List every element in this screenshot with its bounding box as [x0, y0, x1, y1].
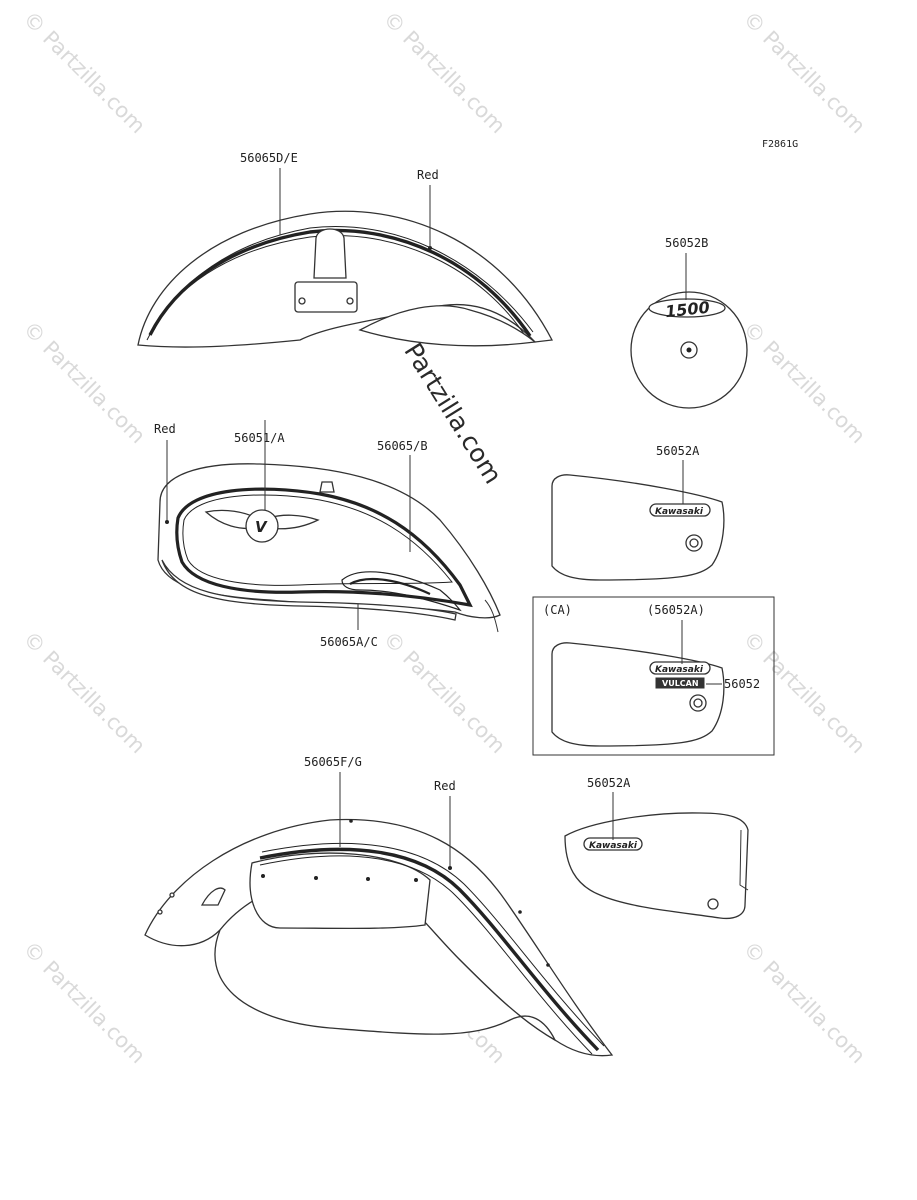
ca-variant-box: (CA) (56052A) Kawasaki VULCAN 56052: [532, 596, 775, 756]
rear-fender-label: 56065F/G: [304, 755, 362, 769]
v-badge-icon: V: [255, 518, 268, 536]
air-cleaner-emblem-label: 56052B: [665, 236, 708, 250]
model-emblem-text: VULCAN: [662, 679, 699, 688]
fuel-tank: V: [157, 463, 501, 633]
watermark: © Partzilla.com: [738, 317, 870, 449]
ca-box-title: (CA): [543, 603, 572, 617]
ca-box-part-label: (56052A): [647, 603, 705, 617]
ca-brand-emblem-text: Kawasaki: [655, 665, 704, 675]
air-cleaner-cover: 1500: [630, 291, 748, 409]
rear-fender: [144, 818, 614, 1057]
displacement-emblem-text: 1500: [664, 298, 710, 322]
figure-code: F2861G: [762, 139, 798, 150]
front-fender-color-label: Red: [417, 168, 439, 182]
front-fender-label: 56065D/E: [240, 151, 298, 165]
watermark: © Partzilla.com: [378, 627, 510, 759]
tank-stripe-upper-label: 56065/B: [377, 439, 428, 453]
watermark: © Partzilla.com: [18, 627, 150, 759]
tank-stripe-lower-label: 56065A/C: [320, 635, 378, 649]
watermark: © Partzilla.com: [18, 317, 150, 449]
left-brand-emblem-text: Kawasaki: [589, 841, 638, 851]
side-cover-right-label: 56052A: [656, 444, 700, 458]
rear-fender-color-label: Red: [434, 779, 456, 793]
watermark: © Partzilla.com: [738, 937, 870, 1069]
watermark: © Partzilla.com: [738, 627, 870, 759]
watermark: © Partzilla.com: [18, 937, 150, 1069]
front-fender: [137, 210, 554, 348]
tank-color-label: Red: [154, 422, 176, 436]
side-cover-left-label: 56052A: [587, 776, 631, 790]
tank-red-marker: [165, 520, 169, 524]
side-cover-left: Kawasaki: [564, 812, 749, 920]
brand-emblem-text: Kawasaki: [655, 507, 704, 517]
watermark: © Partzilla.com: [378, 7, 510, 139]
side-cover-right: Kawasaki: [551, 474, 725, 581]
watermark: © Partzilla.com: [738, 7, 870, 139]
watermark: © Partzilla.com: [18, 7, 150, 139]
tank-badge-label: 56051/A: [234, 431, 285, 445]
ca-box-extra-label: 56052: [724, 677, 760, 691]
